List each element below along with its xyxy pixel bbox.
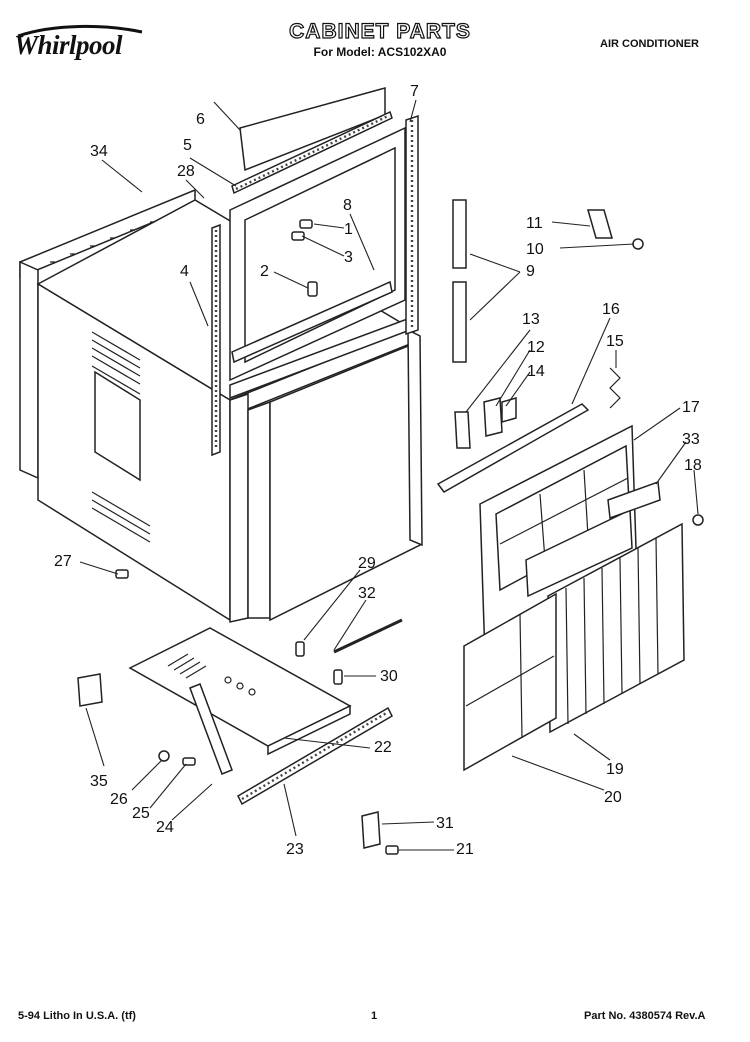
screw-icon xyxy=(333,669,343,685)
callout-21: 21 xyxy=(456,841,474,858)
callout-24: 24 xyxy=(156,819,174,836)
print-info: 5-94 Litho In U.S.A. (tf) xyxy=(18,1010,136,1022)
small-screw-icon xyxy=(385,845,399,855)
callout-22: 22 xyxy=(374,739,392,756)
callout-3: 3 xyxy=(344,249,353,266)
callout-32: 32 xyxy=(358,585,376,602)
callout-8: 8 xyxy=(343,197,352,214)
callout-33: 33 xyxy=(682,431,700,448)
top-frame xyxy=(229,126,406,382)
callout-16: 16 xyxy=(602,301,620,318)
clip-center xyxy=(483,397,503,437)
callout-27: 27 xyxy=(54,553,72,570)
callout-10: 10 xyxy=(526,241,544,258)
leader-lines xyxy=(79,99,699,851)
support-leg xyxy=(189,683,233,775)
callout-20: 20 xyxy=(604,789,622,806)
callout-14: 14 xyxy=(527,363,545,380)
callout-23: 23 xyxy=(286,841,304,858)
callout-11: 11 xyxy=(526,215,543,232)
screw-icon xyxy=(291,219,318,297)
guide-rail xyxy=(436,403,590,493)
base-pan xyxy=(128,627,352,756)
top-seal-strip xyxy=(231,110,393,195)
callout-35: 35 xyxy=(90,773,108,790)
callout-30: 30 xyxy=(380,668,398,685)
callout-17: 17 xyxy=(682,399,700,416)
callout-1: 1 xyxy=(344,221,353,238)
callout-28: 28 xyxy=(177,163,195,180)
callout-15: 15 xyxy=(606,333,624,350)
air-filter xyxy=(463,592,557,772)
callout-2: 2 xyxy=(260,263,269,280)
model-subtitle: For Model: ACS102XA0 xyxy=(313,45,447,59)
callout-29: 29 xyxy=(358,555,376,572)
callout-26: 26 xyxy=(110,791,128,808)
warning-label xyxy=(77,673,103,707)
callout-13: 13 xyxy=(522,311,540,328)
callout-18: 18 xyxy=(684,457,702,474)
bolt-icon xyxy=(182,757,196,766)
callout-12: 12 xyxy=(527,339,545,356)
callout-labels: 34 28 6 5 7 8 1 3 2 4 9 11 10 13 12 14 1… xyxy=(54,83,702,858)
vertical-post-lower xyxy=(452,281,467,363)
callout-4: 4 xyxy=(180,263,189,280)
bracket-screw-icon xyxy=(632,238,644,250)
callout-9: 9 xyxy=(526,263,535,280)
cabinet-shell xyxy=(36,199,423,623)
cabinet-louvers xyxy=(91,331,151,543)
callout-7: 7 xyxy=(410,83,419,100)
callout-25: 25 xyxy=(132,805,150,822)
screw-icon xyxy=(115,569,129,579)
callout-34: 34 xyxy=(90,143,108,160)
callout-6: 6 xyxy=(196,111,205,128)
logo-swoosh-icon xyxy=(17,24,143,38)
part-number: Part No. 4380574 Rev.A xyxy=(584,1010,706,1022)
clip-left xyxy=(454,411,471,449)
page-title: CABINET PARTS xyxy=(289,19,471,43)
product-category: AIR CONDITIONER xyxy=(600,38,699,50)
control-label xyxy=(607,480,661,520)
front-screw-icon xyxy=(692,514,704,526)
screw-icon xyxy=(295,641,305,657)
spring-clip xyxy=(609,367,621,409)
callout-19: 19 xyxy=(606,761,624,778)
rear-panel xyxy=(19,188,196,480)
brand-name: Whirlpool xyxy=(14,30,123,60)
nut-icon xyxy=(158,750,170,762)
callout-5: 5 xyxy=(183,137,192,154)
small-bracket xyxy=(361,811,381,849)
page-number: 1 xyxy=(371,1010,378,1022)
whirlpool-logo: Whirlpool xyxy=(14,24,143,61)
mounting-bracket xyxy=(587,209,613,239)
exploded-view-diagram: 34 28 6 5 7 8 1 3 2 4 9 11 10 13 12 14 1… xyxy=(19,83,704,858)
threaded-rod xyxy=(333,618,403,654)
vertical-post-upper xyxy=(452,199,467,269)
callout-31: 31 xyxy=(436,815,454,832)
